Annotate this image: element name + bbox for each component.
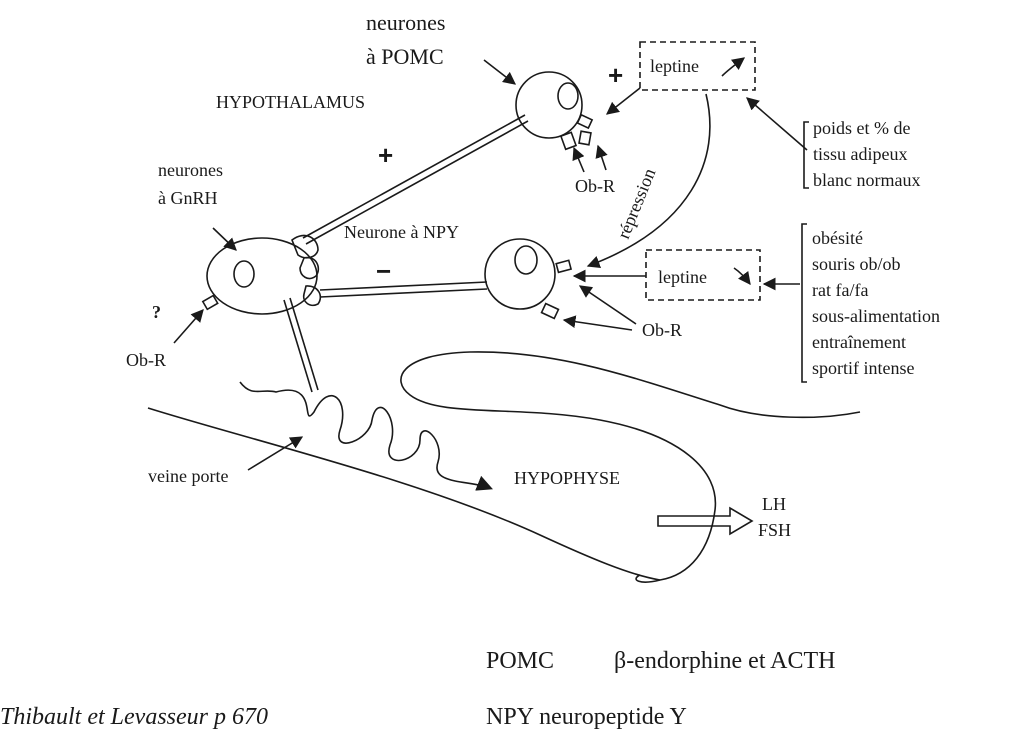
poids-label-line2: tissu adipeux: [813, 144, 908, 164]
obesite-item-2: souris ob/ob: [812, 254, 901, 274]
npy-gnrh-link-b: [319, 288, 488, 298]
leptine-box-top: [639, 41, 756, 91]
npy-gnrh-link-a: [319, 281, 488, 291]
minus-sign: −: [376, 256, 391, 286]
obr-left-arrow: [173, 309, 204, 344]
obr-top-arrow-a: [572, 146, 585, 173]
poids-label-line1: poids et % de: [813, 118, 910, 138]
pomc-label-line2: à POMC: [366, 44, 444, 69]
pomc-label-arrow: [483, 59, 517, 85]
source-citation: Thibault et Levasseur p 670: [0, 704, 268, 730]
obr-top-arrow-b: [595, 144, 608, 171]
hypophyse-outline: [400, 351, 861, 583]
question-mark: ?: [152, 302, 161, 322]
veine-porte-coil: [239, 381, 493, 491]
repression-arrow: [586, 93, 711, 268]
pomc-neuron: [515, 71, 594, 151]
leptine-label-top: leptine: [650, 56, 699, 76]
lh-label: LH: [762, 494, 786, 514]
obr-mid-arrow-b: [562, 315, 633, 331]
obesite-item-1: obésité: [812, 228, 863, 248]
pomc-gnrh-link-a: [302, 114, 526, 239]
gnrh-neuron: [201, 234, 322, 315]
gnrh-axon-a: [283, 299, 313, 393]
pomc-label-line1: neurones: [366, 10, 445, 35]
obr-mid-arrow-a: [578, 285, 637, 325]
obr-label-top: Ob-R: [575, 176, 615, 196]
obesite-item-6: sportif intense: [812, 358, 914, 378]
gnrh-label-arrow: [212, 227, 237, 251]
hypophyse-label: HYPOPHYSE: [514, 468, 620, 488]
obesite-item-3: rat fa/fa: [812, 280, 868, 300]
npy-definition: NPY neuropeptide Y: [486, 704, 687, 730]
poids-bracket: [803, 121, 809, 189]
plus-sign-top: +: [608, 60, 623, 90]
obesite-bracket: [801, 223, 807, 383]
gnrh-axon-b: [289, 297, 319, 391]
obr-label-left: Ob-R: [126, 350, 166, 370]
leptine-label-mid: leptine: [658, 267, 707, 287]
poids-to-leptine-arrow: [746, 97, 808, 151]
gnrh-label-line1: neurones: [158, 160, 223, 180]
obesite-item-4: sous-alimentation: [812, 306, 940, 326]
repression-label: répression: [613, 165, 659, 241]
lh-fsh-output-arrow: [657, 506, 754, 536]
pomc-gnrh-link-b: [305, 120, 529, 245]
veine-porte-arrow: [247, 436, 304, 471]
leptine-to-pomc-arrow: [605, 87, 641, 115]
leptine-box-mid: [645, 249, 761, 301]
hypothalamus-floor-line: [147, 407, 661, 581]
veine-porte-label: veine porte: [148, 466, 228, 486]
hypothalamus-label: HYPOTHALAMUS: [216, 92, 365, 112]
obr-label-mid: Ob-R: [642, 320, 682, 340]
npy-neuron: [484, 238, 573, 320]
plus-sign-mid: +: [378, 140, 393, 170]
fsh-label: FSH: [758, 520, 791, 540]
leptine-up-arrow: [721, 57, 746, 77]
npy-neuron-label: Neurone à NPY: [344, 222, 459, 242]
leptine-down-arrow: [733, 267, 751, 286]
gnrh-label-line2: à GnRH: [158, 188, 218, 208]
pomc-abbr: POMC: [486, 648, 554, 674]
poids-label-line3: blanc normaux: [813, 170, 920, 190]
pomc-definition: β-endorphine et ACTH: [614, 648, 836, 674]
obesite-item-5: entraînement: [812, 332, 906, 352]
